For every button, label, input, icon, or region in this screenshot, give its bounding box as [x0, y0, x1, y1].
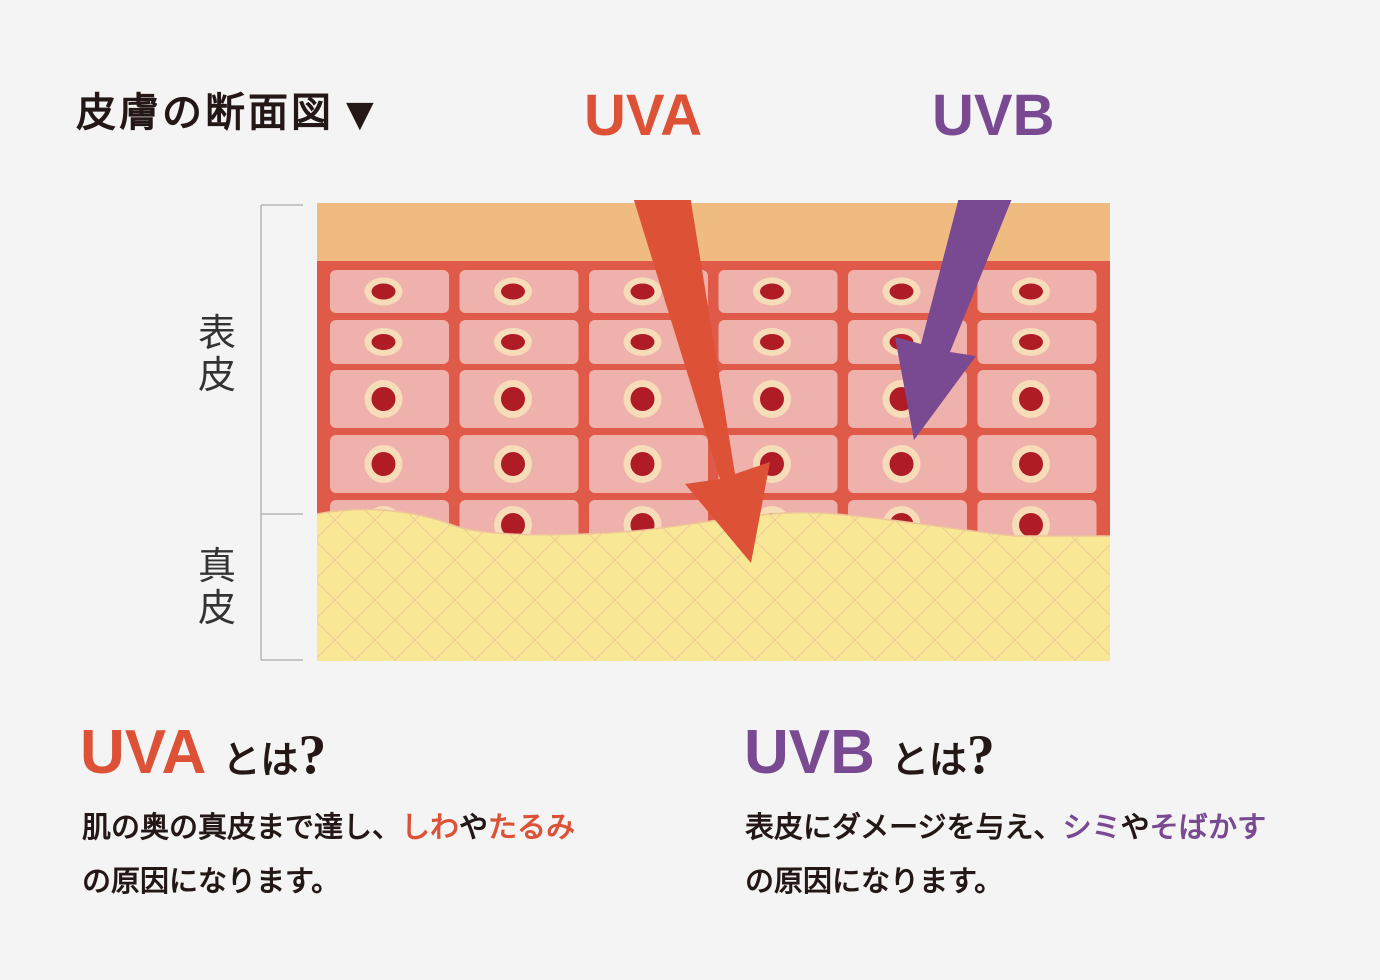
cell-nucleus — [889, 452, 914, 476]
uva-ray-label: UVA — [584, 83, 703, 148]
diagram-title: 皮膚の断面図 ▼ — [76, 88, 377, 140]
layer-bracket — [260, 204, 303, 661]
uva-heading-suffix: とは — [222, 738, 299, 782]
cell-nucleus — [1019, 387, 1043, 411]
cell-nucleus — [501, 334, 525, 350]
uvb-heading-suffix: とは — [890, 738, 967, 782]
cell-nucleus — [1019, 334, 1043, 350]
uva-description-line-2: の原因になります。 — [82, 864, 341, 898]
cell-nucleus — [501, 513, 525, 537]
cell-nucleus — [501, 452, 525, 476]
uva-section-heading: UVA とは? — [80, 718, 326, 803]
uvb-heading-question-mark: ? — [966, 724, 995, 786]
epidermis-label-char-1: 表 — [197, 311, 236, 355]
epidermis-label: 表 皮 — [192, 312, 242, 396]
uva-description-line-1: 肌の奥の真皮まで達し、しわやたるみ — [82, 810, 576, 844]
cell-nucleus — [371, 452, 396, 476]
uvb-description-line-1: 表皮にダメージを与え、シミやそばかす — [745, 810, 1267, 844]
cell-nucleus — [760, 387, 784, 411]
cell-nucleus — [371, 387, 396, 411]
uvb-section-heading: UVB とは? — [744, 718, 995, 803]
cell-nucleus — [1019, 452, 1043, 476]
epidermis-label-char-2: 皮 — [197, 353, 236, 397]
cell-nucleus — [1019, 513, 1043, 537]
dermis-label-char-2: 皮 — [197, 586, 236, 630]
dermis-label-char-1: 真 — [197, 544, 236, 588]
uvb-description-line-2: の原因になります。 — [745, 864, 1004, 898]
uva-heading-question-mark: ? — [298, 724, 327, 786]
cell-nucleus — [760, 334, 784, 350]
cell-nucleus — [501, 387, 525, 411]
cell-nucleus — [371, 334, 396, 350]
diagram-title-text: 皮膚の断面図 — [76, 90, 334, 136]
dermis-texture — [317, 509, 1110, 661]
dermis-label: 真 皮 — [192, 545, 242, 629]
cell-nucleus — [889, 283, 914, 300]
cell-nucleus — [630, 334, 655, 350]
uva-heading-label: UVA — [80, 718, 207, 787]
uva-highlight-sagging: たるみ — [488, 810, 576, 844]
uvb-highlight-spots: シミ — [1062, 810, 1121, 844]
uvb-heading-label: UVB — [744, 718, 875, 787]
uva-description: 肌の奥の真皮まで達し、しわやたるみ の原因になります。 — [82, 800, 575, 908]
uvb-highlight-freckles: そばかす — [1149, 810, 1267, 844]
uvb-ray-label: UVB — [932, 83, 1055, 148]
cell-nucleus — [501, 283, 525, 300]
uva-arrow — [633, 200, 770, 563]
cell-nucleus — [371, 283, 396, 300]
cell-nucleus — [630, 387, 655, 411]
dermis-boundary — [317, 508, 1110, 537]
skin-cross-section — [260, 200, 1110, 661]
down-triangle-icon: ▼ — [346, 94, 377, 135]
cell-nucleus — [1019, 283, 1043, 300]
cell-nucleus — [630, 283, 655, 300]
cell-nucleus — [760, 283, 784, 300]
uvb-description: 表皮にダメージを与え、シミやそばかす の原因になります。 — [745, 800, 1266, 908]
uva-highlight-wrinkles: しわ — [401, 810, 460, 844]
uvb-arrow — [895, 200, 1012, 440]
cell-nucleus — [630, 452, 655, 476]
